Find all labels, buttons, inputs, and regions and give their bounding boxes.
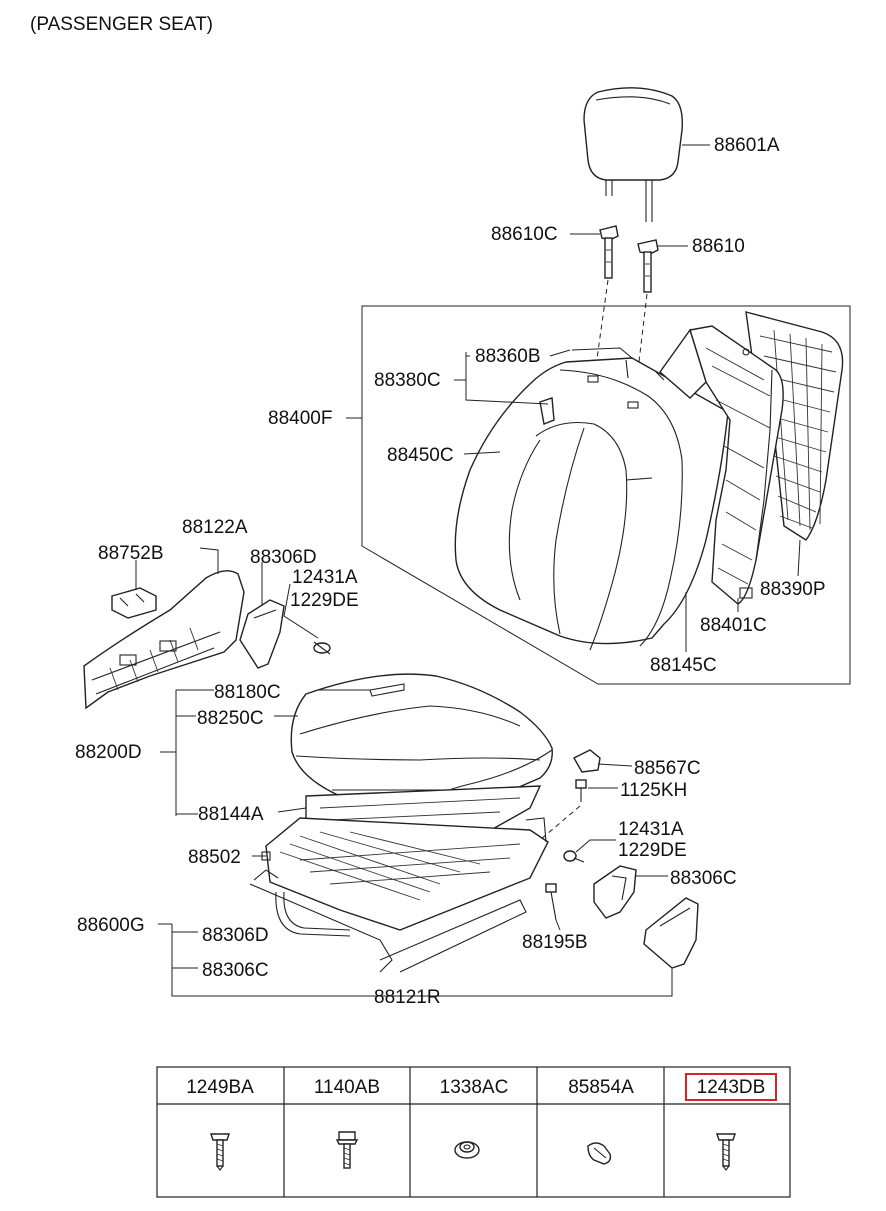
headrest-guide-left	[599, 225, 619, 279]
table-header-1243DB: 1243DB	[697, 1077, 766, 1098]
callout-88610C: 88610C	[491, 224, 558, 245]
callout-88306D-low: 88306D	[202, 925, 269, 946]
table-header-85854A: 85854A	[568, 1077, 634, 1098]
callout-88610: 88610	[692, 236, 745, 257]
callout-88200D: 88200D	[75, 742, 142, 763]
callout-88360B: 88360B	[475, 346, 541, 367]
highlight-box	[685, 1073, 777, 1101]
clip-icon	[587, 1142, 612, 1165]
callout-88122A: 88122A	[182, 517, 248, 538]
callout-12431A-mid: 12431A	[618, 819, 684, 840]
callout-88145C: 88145C	[650, 655, 717, 676]
callout-88180C: 88180C	[214, 682, 281, 703]
callout-88752B: 88752B	[98, 543, 164, 564]
headrest-guide-right	[637, 239, 659, 293]
seat-frame-track	[249, 817, 549, 973]
table-header-1140AB: 1140AB	[314, 1077, 380, 1098]
seat-back-cover	[454, 347, 729, 651]
callout-88400F: 88400F	[268, 408, 332, 429]
callout-88250C: 88250C	[197, 708, 264, 729]
parts-table	[156, 1066, 791, 1198]
callout-12431A-top: 12431A	[292, 567, 358, 588]
callout-88450C: 88450C	[387, 445, 454, 466]
callout-88502: 88502	[188, 847, 241, 868]
callout-88601A: 88601A	[714, 135, 780, 156]
bolt-88195B	[545, 883, 557, 921]
callout-88567C: 88567C	[634, 758, 701, 779]
callout-88144A: 88144A	[198, 804, 264, 825]
clip-88567C	[573, 749, 601, 773]
headrest	[583, 87, 683, 222]
knob-88752B	[111, 587, 157, 619]
cover-88306D-top	[239, 599, 285, 669]
back-assembly-frame	[361, 305, 851, 685]
callout-88195B: 88195B	[522, 932, 588, 953]
table-header-1338AC: 1338AC	[440, 1077, 509, 1098]
table-header-1249BA: 1249BA	[186, 1077, 254, 1098]
nut-icon	[454, 1141, 480, 1159]
callout-1229DE-top: 1229DE	[290, 590, 359, 611]
callout-88306C-low: 88306C	[202, 960, 269, 981]
diagram-title: (PASSENGER SEAT)	[30, 14, 213, 35]
callout-88380C: 88380C	[374, 370, 441, 391]
callout-88306D-top: 88306D	[250, 547, 317, 568]
screw-icon	[716, 1133, 736, 1171]
screw-icon	[210, 1133, 230, 1171]
seat-back-frame	[659, 311, 844, 605]
callout-1125KH: 1125KH	[620, 780, 687, 801]
side-shield-88122A	[83, 570, 245, 710]
bolt-icon	[335, 1131, 359, 1169]
callout-1229DE-mid: 1229DE	[618, 840, 687, 861]
callout-88600G: 88600G	[77, 915, 145, 936]
callout-88121R: 88121R	[374, 987, 441, 1008]
screw-top	[313, 641, 331, 655]
callout-88401C: 88401C	[700, 615, 767, 636]
cover-88306C-low	[643, 897, 699, 969]
screw-mid	[563, 850, 585, 863]
callout-88390P: 88390P	[760, 579, 826, 600]
bracket-88306C	[593, 865, 637, 919]
callout-88306C-mid: 88306C	[670, 868, 737, 889]
bolt-1125KH	[575, 779, 587, 802]
